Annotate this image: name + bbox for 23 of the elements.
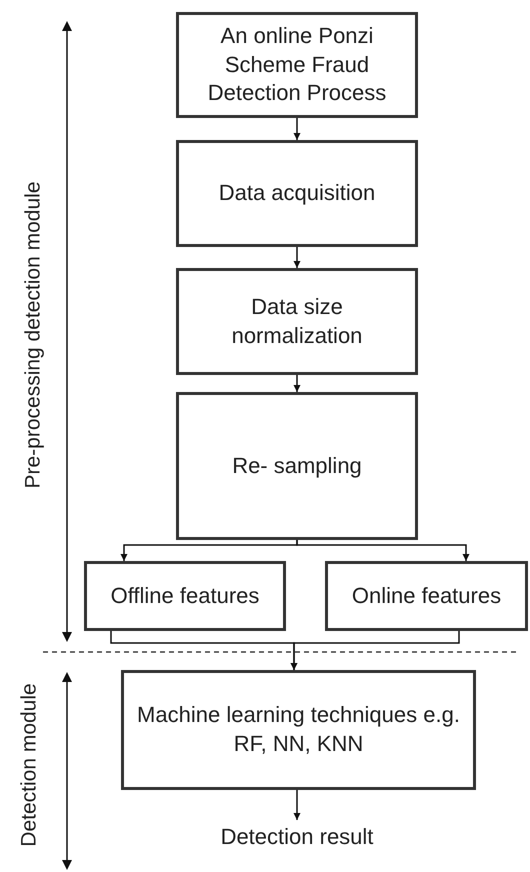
process-box: [176, 268, 418, 375]
process-box: [176, 12, 418, 118]
box-text: Re- sampling: [232, 452, 362, 480]
arrow: [296, 540, 470, 561]
box-text: Machine learning techniques e.g. RF, NN, KNN: [136, 701, 461, 758]
result-text: Detection result: [220, 822, 374, 851]
process-box: [176, 140, 418, 247]
process-box: [84, 561, 286, 631]
box-text: An online Ponzi Scheme Fraud Detection Process: [206, 22, 388, 108]
box-text: Online features: [352, 582, 502, 610]
arrow: [294, 118, 300, 140]
arrow: [294, 790, 300, 820]
process-box: [176, 392, 418, 540]
box-text: Offline features: [110, 582, 260, 610]
arrow: [294, 247, 300, 268]
arrow: [294, 375, 300, 392]
process-box: [325, 561, 528, 631]
process-box: [121, 670, 476, 790]
box-text: Data acquisition: [218, 179, 376, 208]
arrow: [290, 631, 460, 670]
module-label: Detection module: [17, 683, 42, 847]
box-text: Data size normalization: [230, 292, 364, 350]
module-label: Pre-processing detection module: [21, 182, 45, 488]
